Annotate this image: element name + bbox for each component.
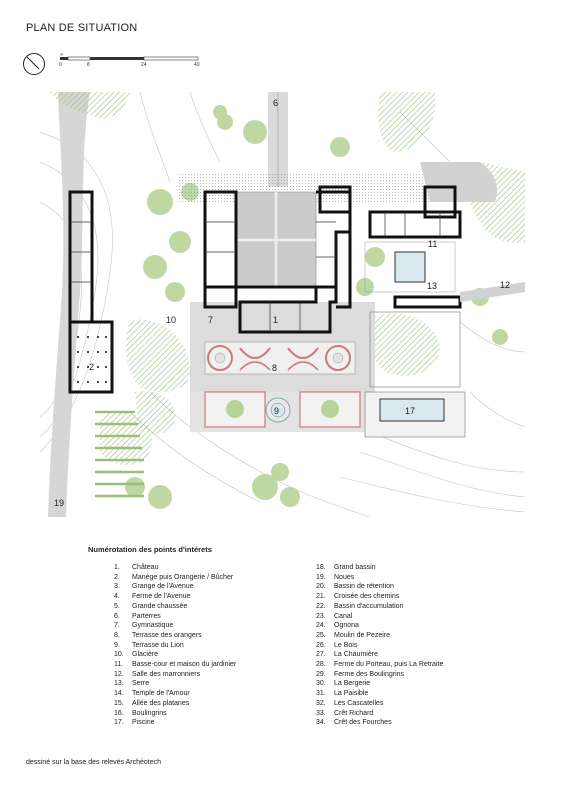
scale-tick: 8 (87, 62, 90, 68)
north-arrow-icon (23, 53, 45, 75)
scale-bar: m 0 8 24 40 (59, 52, 200, 68)
plan-label: 13 (427, 281, 437, 291)
legend-item: 23.Canal (316, 612, 353, 620)
plan-label: 8 (272, 363, 277, 373)
site-plan: 6 11 12 13 7 10 1 8 2 9 17 19 (40, 92, 525, 517)
legend-item: 11.Basse-cour et maison du jardinier (114, 661, 237, 669)
legend-item: 26.Le Bois (316, 641, 358, 649)
legend-column-2: 18.Grand bassin 19.Noues 20.Bassin de ré… (316, 563, 443, 728)
plan-label: 6 (273, 98, 278, 108)
legend-item: 7.Gymnastique (114, 622, 174, 630)
plan-label: 17 (405, 406, 415, 416)
plan-label: 7 (208, 315, 213, 325)
legend-item: 25.Moulin de Pezeire (316, 631, 391, 639)
legend-item: 4.Ferme de l'Avenue (114, 593, 191, 601)
plan-label: 12 (500, 280, 510, 290)
plan-labels: 6 11 12 13 7 10 1 8 2 9 17 19 (54, 98, 510, 508)
legend-item: 24.Ognona (316, 622, 359, 630)
parterres (204, 341, 356, 375)
legend-item: 33.Crêt Richard (316, 709, 374, 717)
page-title: PLAN DE SITUATION (26, 22, 138, 34)
scale-unit: m (60, 52, 64, 57)
buildings (68, 185, 462, 394)
legend-item: 9.Terrasse du Lion (114, 641, 184, 649)
plan-label: 19 (54, 498, 64, 508)
lion-terrace (204, 391, 361, 428)
plan-label: 9 (274, 406, 279, 416)
vineyard-rows (95, 410, 144, 498)
plan-label: 10 (166, 315, 176, 325)
legend-column-1: 1.Château 2.Manège puis Orangerie / Bûch… (114, 563, 236, 728)
legend-item: 32.Les Cascatelles (316, 699, 384, 707)
legend-item: 17.Piscine (114, 719, 155, 727)
plan-label: 11 (428, 239, 437, 249)
legend-item: 14.Temple de l'Amour (114, 690, 190, 698)
legend-item: 22.Bassin d'accumulation (316, 602, 404, 610)
legend-item: 5.Grande chaussée (114, 602, 188, 610)
legend-item: 34.Crêt des Fourches (316, 719, 392, 727)
legend-item: 29.Ferme des Boulingrins (316, 670, 405, 678)
legend-item: 27.La Chaumière (316, 651, 378, 659)
scale-tick: 0 (59, 62, 62, 68)
legend-item: 16.Boulingrins (114, 709, 167, 717)
legend-item: 21.Croisée des chemins (316, 593, 400, 601)
legend-item: 20.Bassin de rétention (316, 583, 394, 591)
plan-label: 1 (273, 315, 278, 325)
legend-item: 28.Ferme du Porteau, puis La Retraite (316, 661, 444, 669)
legend-item: 30.La Bergerie (316, 680, 371, 688)
legend-item: 19.Noues (316, 573, 355, 581)
plan-label: 2 (89, 362, 94, 372)
legend-item: 12.Salle des marronniers (114, 670, 201, 678)
legend-item: 8.Terrasse des orangers (114, 631, 202, 639)
legend-item: 10.Glacière (114, 651, 159, 659)
scale-tick: 40 (194, 62, 200, 68)
legend-item: 2.Manège puis Orangerie / Bûcher (114, 573, 234, 581)
legend-item: 6.Parterres (114, 612, 161, 620)
legend-title: Numérotation des points d'intérets (88, 545, 212, 554)
scale-tick: 24 (141, 62, 147, 68)
vegetation (50, 92, 525, 466)
legend-item: 13.Serre (114, 680, 150, 688)
legend-item: 18.Grand bassin (316, 564, 376, 571)
credit-note: dessiné sur la base des relevés Archéote… (26, 759, 162, 766)
legend-item: 1.Château (114, 564, 159, 571)
legend-item: 15.Allée des platanes (114, 699, 190, 707)
legend-item: 31.La Paisible (316, 690, 369, 698)
legend-item: 3.Grange de l'Avenue (114, 583, 194, 591)
